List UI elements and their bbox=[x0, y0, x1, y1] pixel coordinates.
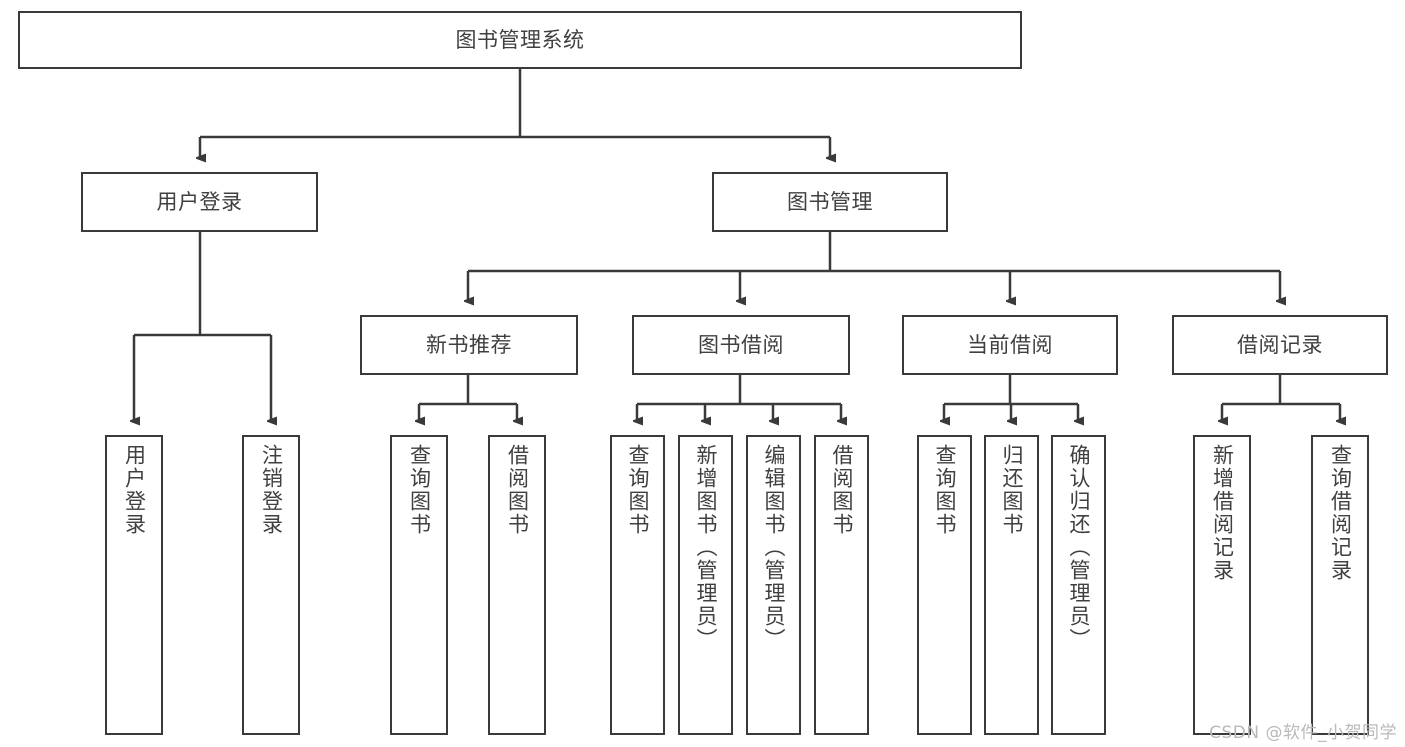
node-label: 新增图书（管理员） bbox=[694, 444, 718, 651]
node-current-borrow[interactable]: 当前借阅 bbox=[902, 315, 1118, 375]
node-label: 确认归还（管理员） bbox=[1067, 444, 1091, 651]
node-leaf-query-book-borrow[interactable]: 查询图书 bbox=[610, 435, 665, 735]
node-leaf-return-book[interactable]: 归还图书 bbox=[984, 435, 1039, 735]
node-label: 新书推荐 bbox=[426, 332, 512, 357]
node-leaf-user-login[interactable]: 用户登录 bbox=[105, 435, 163, 735]
node-user-login[interactable]: 用户登录 bbox=[81, 172, 318, 232]
node-leaf-logout[interactable]: 注销登录 bbox=[242, 435, 300, 735]
node-leaf-query-book-newbook[interactable]: 查询图书 bbox=[390, 435, 448, 735]
node-label: 用户登录 bbox=[122, 444, 147, 536]
node-label: 当前借阅 bbox=[967, 332, 1053, 357]
csdn-watermark: CSDN @软件_小贺同学 bbox=[1209, 723, 1397, 743]
node-label: 借阅图书 bbox=[830, 444, 854, 536]
node-leaf-edit-book-admin[interactable]: 编辑图书（管理员） bbox=[746, 435, 801, 735]
node-leaf-query-book-current[interactable]: 查询图书 bbox=[917, 435, 972, 735]
node-label: 新增借阅记录 bbox=[1210, 444, 1235, 582]
node-leaf-confirm-return-admin[interactable]: 确认归还（管理员） bbox=[1051, 435, 1106, 735]
node-book-management[interactable]: 图书管理 bbox=[712, 172, 948, 232]
node-root-book-management-system[interactable]: 图书管理系统 bbox=[18, 11, 1022, 69]
node-label: 用户登录 bbox=[156, 189, 243, 214]
node-leaf-query-borrow-record[interactable]: 查询借阅记录 bbox=[1311, 435, 1369, 735]
node-label: 借阅图书 bbox=[505, 444, 530, 536]
node-label: 查询图书 bbox=[407, 444, 432, 536]
node-leaf-add-book-admin[interactable]: 新增图书（管理员） bbox=[678, 435, 733, 735]
node-leaf-add-borrow-record[interactable]: 新增借阅记录 bbox=[1193, 435, 1251, 735]
node-label: 借阅记录 bbox=[1237, 332, 1323, 357]
node-label: 图书管理 bbox=[787, 189, 873, 214]
node-label: 图书借阅 bbox=[698, 332, 784, 357]
node-borrow-record[interactable]: 借阅记录 bbox=[1172, 315, 1388, 375]
node-book-borrow[interactable]: 图书借阅 bbox=[632, 315, 850, 375]
node-label: 编辑图书（管理员） bbox=[762, 444, 786, 651]
node-label: 查询图书 bbox=[626, 444, 650, 536]
node-label: 图书管理系统 bbox=[455, 27, 585, 52]
node-label: 注销登录 bbox=[259, 444, 284, 536]
node-leaf-borrow-book-newbook[interactable]: 借阅图书 bbox=[488, 435, 546, 735]
node-leaf-borrow-book[interactable]: 借阅图书 bbox=[814, 435, 869, 735]
node-label: 查询借阅记录 bbox=[1328, 444, 1353, 582]
node-label: 归还图书 bbox=[1000, 444, 1024, 536]
node-label: 查询图书 bbox=[933, 444, 957, 536]
node-new-book-recommend[interactable]: 新书推荐 bbox=[360, 315, 578, 375]
